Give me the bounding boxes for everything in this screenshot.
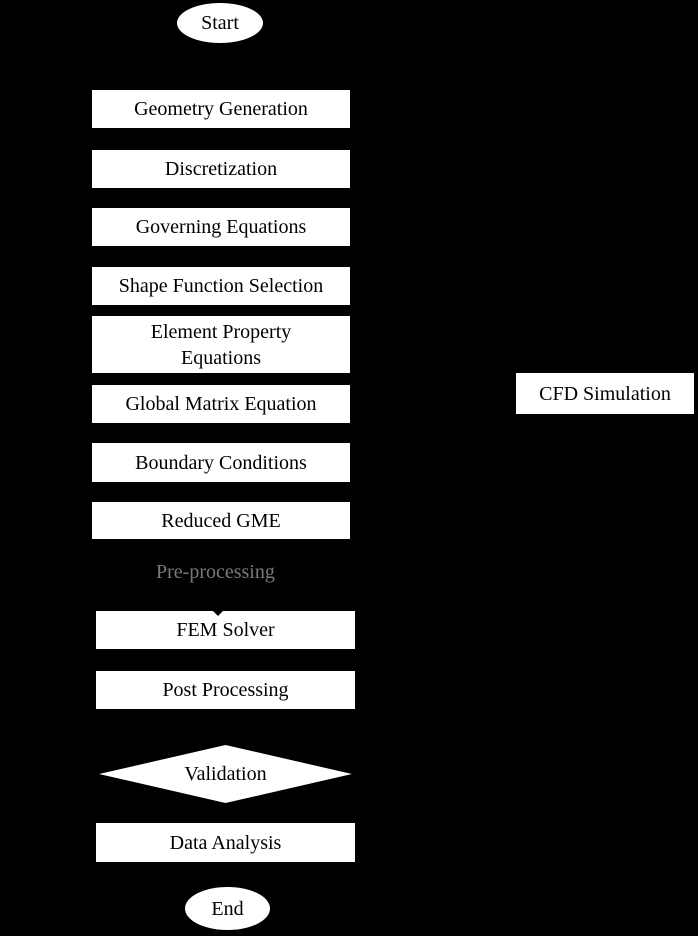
- stage-label-pre-processing: Pre-processing: [156, 561, 275, 583]
- node-geometry-generation-label: Geometry Generation: [134, 98, 308, 120]
- node-data-analysis: Data Analysis: [96, 823, 355, 862]
- node-reduced-gme-label: Reduced GME: [161, 509, 281, 532]
- node-boundary-conditions: Boundary Conditions: [92, 443, 350, 482]
- node-shape-function-selection: Shape Function Selection: [92, 267, 350, 305]
- node-post-processing: Post Processing: [96, 671, 355, 709]
- node-boundary-conditions-label: Boundary Conditions: [135, 451, 307, 474]
- node-element-property-equations: Element Property Equations: [92, 316, 350, 373]
- node-discretization-label: Discretization: [164, 158, 278, 180]
- node-data-analysis-label: Data Analysis: [169, 831, 282, 854]
- node-shape-function-selection-label: Shape Function Selection: [118, 275, 324, 297]
- node-fem-solver-label: FEM Solver: [176, 619, 275, 641]
- node-start-terminator: Start: [177, 3, 263, 43]
- node-geometry-generation: Geometry Generation: [92, 90, 350, 128]
- node-reduced-gme: Reduced GME: [92, 502, 350, 539]
- node-start-label: Start: [201, 12, 239, 34]
- node-validation-label: Validation: [184, 763, 267, 785]
- node-element-property-equations-label: Element Property Equations: [150, 320, 292, 369]
- node-fem-solver: FEM Solver: [96, 611, 355, 649]
- node-cfd-simulation-label: CFD Simulation: [539, 382, 671, 405]
- arrowhead-tip-icon: [213, 611, 223, 616]
- node-global-matrix-equation: Global Matrix Equation: [92, 385, 350, 423]
- node-post-processing-label: Post Processing: [162, 679, 289, 701]
- node-discretization: Discretization: [92, 150, 350, 188]
- node-end-terminator: End: [185, 887, 270, 930]
- node-governing-equations-label: Governing Equations: [135, 216, 307, 238]
- node-governing-equations: Governing Equations: [92, 208, 350, 246]
- node-validation-decision: Validation: [99, 745, 352, 803]
- node-global-matrix-equation-label: Global Matrix Equation: [125, 393, 317, 415]
- node-cfd-simulation: CFD Simulation: [516, 373, 694, 414]
- node-end-label: End: [211, 897, 244, 920]
